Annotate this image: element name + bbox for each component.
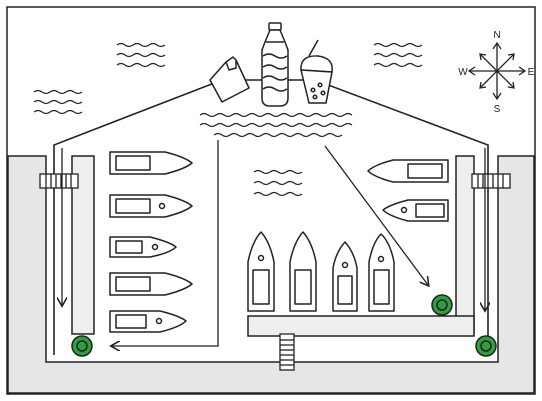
boat-left-1 bbox=[109, 151, 193, 175]
bubble-tea-cup-icon bbox=[300, 39, 333, 104]
roller-middle bbox=[431, 294, 453, 316]
gangway-left bbox=[39, 173, 79, 189]
wave-group-debris bbox=[199, 112, 353, 138]
boat-left-4 bbox=[109, 272, 193, 296]
plastic-bag-icon bbox=[209, 56, 250, 103]
flow-arrows bbox=[62, 140, 485, 346]
compass-west-label: W bbox=[458, 67, 468, 78]
wave-group-top-right bbox=[373, 42, 423, 68]
boat-left-3 bbox=[109, 236, 177, 258]
right-pier bbox=[455, 155, 475, 333]
boat-right-1 bbox=[367, 159, 449, 183]
compass-rose-icon bbox=[467, 41, 527, 101]
wave-group-center bbox=[253, 169, 303, 197]
gangway-bottom bbox=[279, 333, 295, 371]
bottom-pier bbox=[247, 315, 475, 337]
flow-arrow-center bbox=[112, 140, 219, 346]
boat-left-5 bbox=[109, 310, 187, 333]
boat-left-2 bbox=[109, 194, 193, 218]
compass-south-label: S bbox=[494, 104, 501, 115]
flow-arrow-diagonal bbox=[324, 145, 428, 285]
boat-bottom-2 bbox=[289, 231, 317, 312]
left-pier bbox=[71, 155, 95, 335]
boat-bottom-1 bbox=[247, 231, 275, 312]
harbor-wall bbox=[7, 155, 535, 394]
plastic-bottle-icon bbox=[261, 22, 289, 107]
compass-north-label: N bbox=[493, 30, 500, 41]
roller-left bbox=[71, 335, 93, 357]
waves bbox=[33, 42, 423, 197]
compass-east-label: E bbox=[528, 67, 535, 78]
boat-bottom-3 bbox=[332, 241, 358, 312]
wave-group-top-left bbox=[116, 42, 166, 68]
gangway-right bbox=[471, 173, 511, 189]
boat-bottom-4 bbox=[368, 233, 395, 312]
roller-right bbox=[475, 335, 497, 357]
wave-group-left bbox=[33, 89, 83, 115]
boat-right-2 bbox=[382, 199, 449, 222]
